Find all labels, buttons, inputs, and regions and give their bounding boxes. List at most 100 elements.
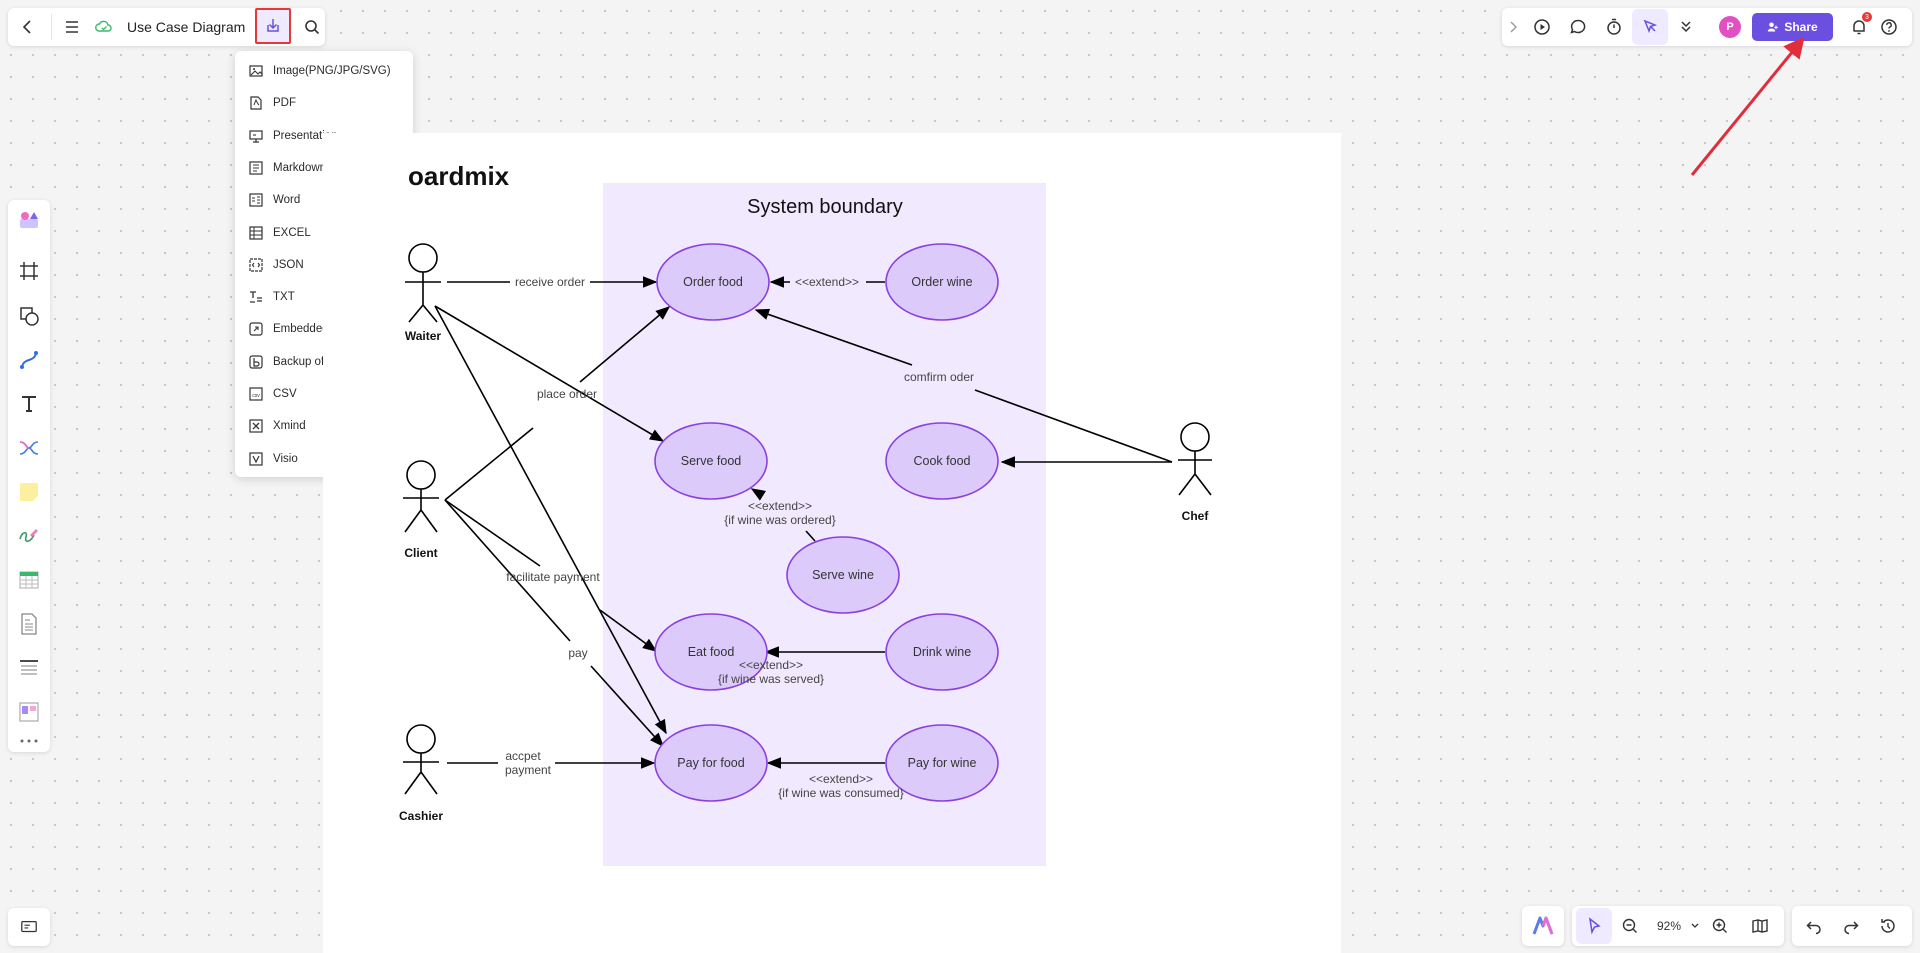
export-menu-item[interactable]: Word — [235, 186, 413, 214]
txt-icon — [250, 291, 262, 303]
minimap-toggle[interactable] — [8, 908, 50, 946]
notifications-button[interactable] — [1844, 9, 1874, 45]
text-tool[interactable] — [11, 386, 47, 422]
help-button[interactable] — [1874, 9, 1904, 45]
history-button[interactable] — [1870, 908, 1906, 944]
export-menu-item[interactable]: JSON — [235, 251, 413, 279]
more-tools-button[interactable] — [1668, 9, 1704, 45]
share-button[interactable]: Share — [1752, 13, 1833, 41]
export-menu-item-label: Word — [273, 194, 301, 207]
frame-tool[interactable] — [11, 253, 47, 289]
ai-button-bar — [1522, 906, 1564, 946]
export-menu-item[interactable]: PDF — [235, 89, 413, 117]
fit-view-button[interactable] — [1742, 908, 1778, 944]
more-tools-button[interactable] — [11, 730, 47, 752]
table-icon — [19, 571, 39, 589]
pdf-icon — [250, 96, 262, 110]
document-tool[interactable] — [11, 606, 47, 642]
shapes-icon — [20, 307, 39, 326]
export-menu-item[interactable]: EXCEL — [235, 219, 413, 247]
export-menu-item-label: Presentation — [273, 129, 338, 142]
svg-text:csv: csv — [252, 393, 260, 399]
export-menu-item-label: EXCEL — [273, 226, 311, 239]
markdown-icon — [249, 161, 263, 175]
export-menu-item[interactable]: Visio — [235, 445, 413, 473]
timer-button[interactable] — [1596, 9, 1632, 45]
search-icon — [305, 20, 320, 35]
pen-tool[interactable] — [11, 518, 47, 554]
kanban-icon — [19, 702, 39, 722]
link-icon — [249, 322, 263, 336]
search-button[interactable] — [294, 9, 330, 45]
collapse-button[interactable] — [1502, 9, 1524, 45]
comment-button[interactable] — [1560, 9, 1596, 45]
list-icon — [20, 660, 38, 675]
cursor-follow-icon — [1643, 19, 1658, 34]
export-button[interactable] — [255, 8, 291, 44]
export-menu-item[interactable]: Presentation — [235, 122, 413, 150]
top-right-toolbar: P Share 3 — [1502, 8, 1912, 46]
csv-icon: csv — [249, 387, 263, 401]
zoom-out-icon — [1622, 918, 1637, 933]
mindmap-tool[interactable] — [11, 430, 47, 466]
export-menu-item[interactable]: csv CSV — [235, 380, 413, 408]
add-user-icon — [1768, 22, 1779, 32]
visio-icon — [249, 451, 263, 466]
cloud-sync-button[interactable] — [92, 9, 116, 45]
annotation-arrow — [1690, 36, 1805, 176]
download-icon — [267, 19, 279, 32]
export-menu-item[interactable]: Image(PNG/JPG/SVG) — [235, 57, 413, 85]
shape-tool[interactable] — [11, 298, 47, 334]
zoom-out-button[interactable] — [1612, 908, 1648, 944]
undo-icon — [1806, 921, 1821, 935]
top-left-toolbar: Use Case Diagram — [8, 8, 325, 46]
table-tool[interactable] — [11, 562, 47, 598]
zoom-toolbar: 92% — [1572, 906, 1784, 946]
zoom-level[interactable]: 92% — [1657, 919, 1682, 933]
image-icon — [249, 65, 263, 77]
cursor-icon — [1588, 917, 1601, 935]
present-button[interactable] — [1524, 9, 1560, 45]
book-map-icon — [1752, 919, 1768, 933]
zoom-in-icon — [1712, 918, 1727, 933]
share-label: Share — [1784, 20, 1818, 34]
chevron-down-icon[interactable] — [1690, 921, 1700, 931]
sticky-note-tool[interactable] — [11, 474, 47, 510]
export-menu-item-label: Markdown — [273, 161, 327, 174]
laser-pointer-button[interactable] — [1632, 9, 1668, 45]
export-menu-item-label: TXT — [273, 291, 295, 304]
redo-button[interactable] — [1833, 908, 1869, 944]
play-icon — [1534, 19, 1550, 35]
chevron-left-icon — [22, 20, 31, 34]
connector-icon — [20, 351, 38, 369]
divider — [51, 14, 52, 40]
presentation-icon — [249, 129, 263, 143]
avatar[interactable]: P — [1719, 16, 1741, 38]
export-menu-item[interactable]: Xmind — [235, 412, 413, 440]
select-tool[interactable] — [1576, 908, 1612, 944]
double-chevron-down-icon — [1681, 21, 1691, 33]
word-icon — [249, 193, 263, 207]
map-icon — [21, 920, 37, 933]
export-menu-item[interactable]: Markdown — [235, 154, 413, 182]
kanban-tool[interactable] — [11, 694, 47, 730]
pen-icon — [19, 529, 38, 543]
notification-badge: 3 — [1862, 12, 1872, 22]
connector-tool[interactable] — [11, 342, 47, 378]
templates-button[interactable] — [11, 202, 47, 238]
undo-button[interactable] — [1796, 908, 1832, 944]
export-menu-item-label: Visio — [273, 452, 298, 465]
export-menu-item-label: JSON — [273, 258, 304, 271]
list-tool[interactable] — [11, 650, 47, 686]
excel-icon — [249, 225, 263, 240]
export-menu-item-label: CSV — [273, 388, 297, 400]
back-button[interactable] — [10, 9, 46, 45]
xmind-icon — [249, 419, 263, 433]
main-menu-button[interactable] — [54, 9, 90, 45]
comment-icon — [1570, 19, 1586, 34]
export-menu-item[interactable]: TXT — [235, 283, 413, 311]
cloud-check-icon — [95, 20, 112, 32]
document-title[interactable]: Use Case Diagram — [127, 19, 246, 35]
zoom-in-button[interactable] — [1702, 908, 1738, 944]
ai-assistant-icon[interactable] — [1531, 914, 1555, 938]
